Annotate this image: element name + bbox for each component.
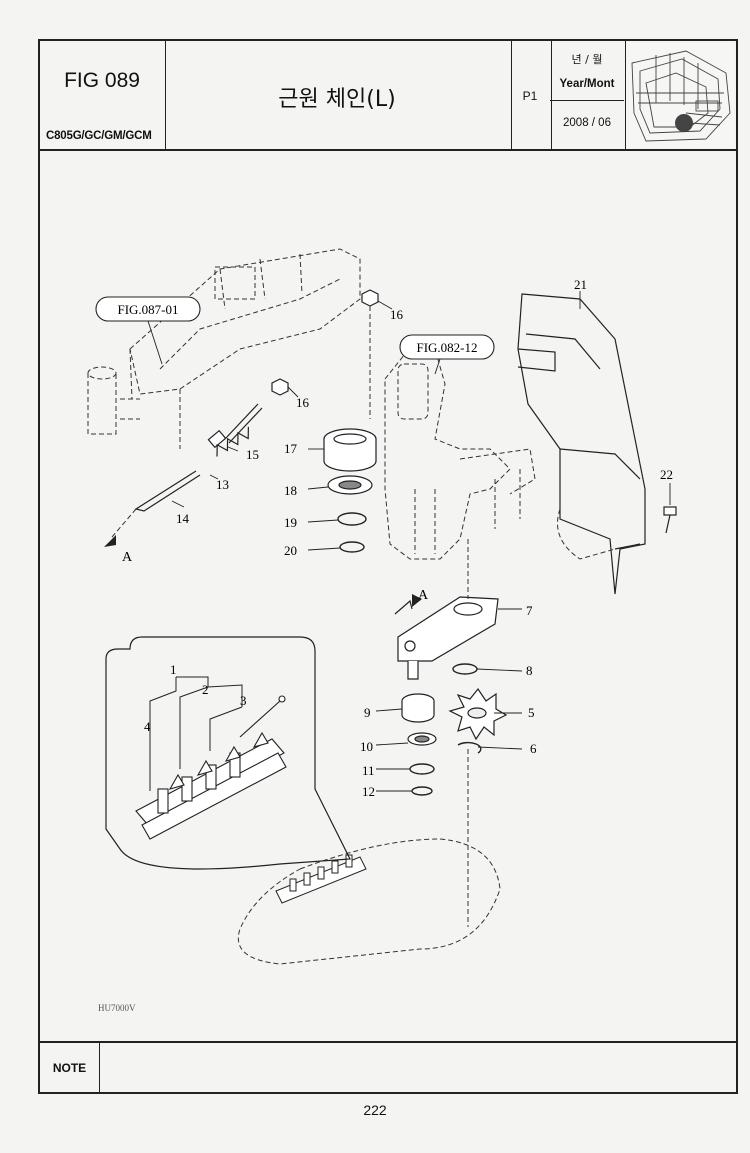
callout-6: 6 — [530, 741, 537, 756]
detail-leaders — [149, 676, 243, 791]
model-list: C805G/GC/GM/GCM — [46, 130, 152, 142]
callout-3: 3 — [240, 693, 247, 708]
year-month-label-ko: 년 / 월 — [571, 53, 603, 66]
exploded-parts-diagram: FIG.087-01 FIG.082-12 A A 1 2 3 4 5 6 7 … — [87, 248, 677, 1013]
callout-7: 7 — [526, 603, 533, 618]
callout-22: 22 — [660, 467, 673, 482]
sprocket-5 — [448, 687, 508, 741]
machine-thumbnail — [626, 43, 734, 147]
page-id-cell — [512, 41, 552, 149]
page-number: 222 — [363, 1102, 387, 1118]
parts-sheet: FIG 089 C805G/GC/GM/GCM 근원 체인(L) P1 년 / … — [38, 39, 738, 1094]
callout-21: 21 — [574, 277, 587, 292]
view-marker-right: A — [418, 588, 429, 603]
rod-14 — [134, 470, 201, 512]
page-id: P1 — [522, 89, 538, 103]
note-label: NOTE — [40, 1043, 100, 1094]
bearing-10 — [407, 732, 437, 746]
callout-12: 12 — [362, 784, 375, 799]
callout-16-lower: 16 — [296, 395, 310, 410]
figure-number: FIG 089 — [64, 69, 140, 92]
arrow-a-left — [104, 535, 116, 547]
callout-19: 19 — [284, 515, 297, 530]
callout-13: 13 — [216, 477, 229, 492]
callout-14: 14 — [176, 511, 190, 526]
snap-ring-19 — [337, 512, 367, 526]
callout-16-upper: 16 — [390, 307, 404, 322]
issue-date: 2008 / 06 — [563, 117, 611, 129]
spring-13 — [216, 426, 249, 457]
chain-loop-outline — [238, 838, 501, 965]
callout-17: 17 — [284, 441, 298, 456]
ref-082-bubble — [399, 334, 495, 360]
callout-numbers: 1 2 3 4 5 6 7 8 9 10 11 12 13 14 15 16 1… — [144, 277, 673, 799]
fig-cell — [40, 41, 166, 149]
chain-segment — [275, 854, 367, 904]
callout-10: 10 — [360, 739, 373, 754]
ring-12 — [411, 786, 433, 796]
bearing-9 — [401, 693, 435, 723]
page-title: 근원 체인(L) — [278, 87, 396, 112]
eye-bolt-15 — [207, 403, 263, 449]
title-cell — [166, 41, 512, 149]
callout-20: 20 — [284, 543, 297, 558]
frame-082-outline — [384, 348, 536, 560]
note-area: NOTE — [40, 1041, 736, 1094]
nut-16 — [271, 289, 379, 396]
ref-087-label: FIG.087-01 — [117, 302, 178, 317]
callout-15: 15 — [246, 447, 259, 462]
bolt-22 — [663, 506, 677, 534]
side-plate — [517, 293, 646, 595]
detail-bubble — [105, 636, 351, 870]
callout-9: 9 — [364, 705, 371, 720]
ref-082-label: FIG.082-12 — [416, 340, 477, 355]
view-marker-left: A — [122, 550, 133, 565]
callout-1: 1 — [170, 662, 177, 677]
callout-4: 4 — [144, 719, 151, 734]
bearing-housing-17 — [323, 428, 377, 472]
frame-087-outline — [87, 248, 361, 449]
ring-11 — [409, 763, 435, 775]
arrow-a-right — [412, 594, 422, 607]
circlip-6 — [457, 741, 482, 754]
snap-ring-20 — [339, 541, 365, 553]
callout-2: 2 — [202, 682, 209, 697]
callout-5: 5 — [528, 705, 535, 720]
title-block: FIG 089 C805G/GC/GM/GCM 근원 체인(L) P1 년 / … — [40, 41, 736, 151]
year-month-label-en: Year/Mont — [559, 78, 615, 90]
date-divider — [550, 100, 624, 101]
bearing-18 — [327, 475, 373, 495]
callout-leaders — [171, 291, 671, 792]
callout-11: 11 — [362, 763, 375, 778]
chain-detail — [135, 695, 287, 840]
ring-8 — [452, 663, 478, 675]
date-cell — [552, 41, 626, 149]
callout-18: 18 — [284, 483, 297, 498]
drawing-code: HU7000V — [98, 1003, 136, 1013]
callout-8: 8 — [526, 663, 533, 678]
tension-bracket-7 — [397, 596, 499, 680]
